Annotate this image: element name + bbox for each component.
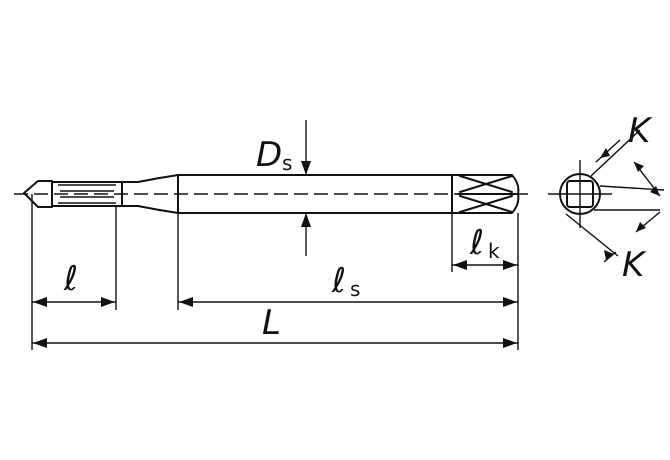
lk-subscript: k xyxy=(488,239,500,263)
L-dimension: L xyxy=(32,303,518,348)
arrowhead xyxy=(634,162,644,172)
ls-label: ℓ xyxy=(331,261,346,301)
k-bottom-label: K xyxy=(622,245,647,285)
lk-label: ℓ xyxy=(469,223,484,263)
l-label: ℓ xyxy=(63,259,78,299)
tap-side-view xyxy=(14,174,530,214)
arrowhead xyxy=(600,148,610,158)
k-top-label: K xyxy=(628,111,653,151)
lk-dimension: ℓ k xyxy=(451,213,519,272)
L-label: L xyxy=(262,303,281,343)
ls-dimension: ℓ s xyxy=(177,213,519,350)
arrowhead xyxy=(604,250,614,260)
ds-dimension: D s xyxy=(256,120,311,256)
arrowhead xyxy=(650,186,660,196)
tap-end-view xyxy=(548,129,665,263)
arrowhead xyxy=(636,222,646,232)
ls-subscript: s xyxy=(350,277,360,301)
ds-subscript: s xyxy=(282,151,292,175)
l-dimension: ℓ xyxy=(31,194,117,350)
ds-label: D xyxy=(256,135,282,175)
